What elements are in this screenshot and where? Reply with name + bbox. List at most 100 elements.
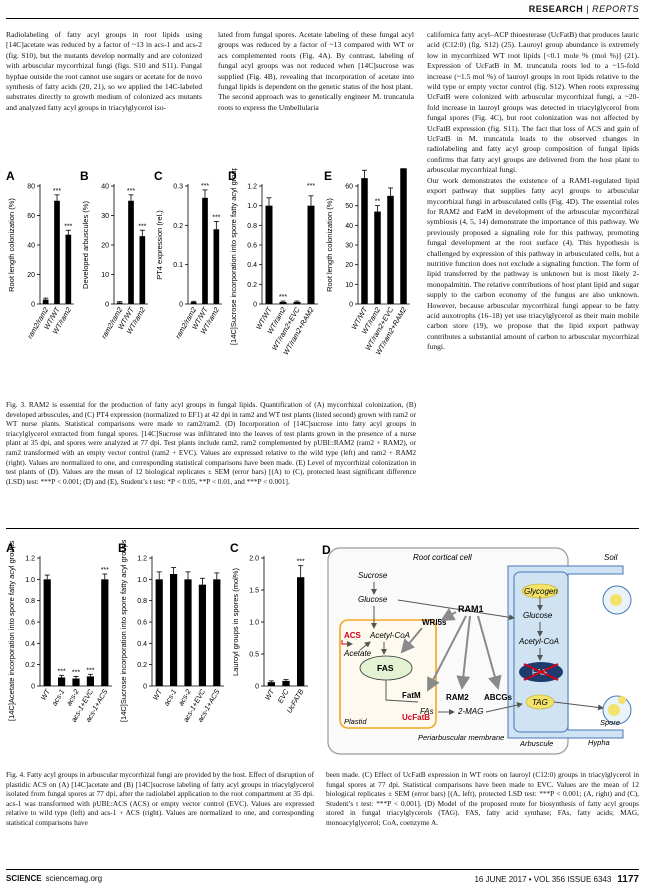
y-tick-label: 20 <box>345 262 353 269</box>
y-tick-label: 0.2 <box>25 662 35 669</box>
y-tick-label: 0 <box>105 302 109 309</box>
bar <box>116 302 123 304</box>
y-tick-label: 20 <box>27 272 35 279</box>
fungal-acetyl-coa-label: Acetyl-CoA <box>518 637 559 646</box>
significance-label: *** <box>297 559 305 566</box>
header-rule <box>6 18 639 19</box>
bar <box>213 229 220 304</box>
bar <box>139 236 146 304</box>
bar <box>42 299 49 304</box>
significance-label: *** <box>307 183 315 190</box>
bar <box>198 584 206 686</box>
significance-label: *** <box>64 223 72 230</box>
y-tick-label: 30 <box>345 243 353 250</box>
figure-4-caption-right: been made. (C) Effect of UcFatB expressi… <box>326 770 639 827</box>
bar <box>297 577 305 686</box>
y-tick-label: 0.8 <box>137 598 147 605</box>
y-tick-label: 1.2 <box>137 556 147 563</box>
significance-label: *** <box>86 667 94 674</box>
wri5s-label: WRI5s <box>422 618 447 627</box>
y-tick-label: 0.4 <box>247 262 257 269</box>
spore-label: Spore <box>600 718 620 727</box>
ucfatb-label: UcFatB <box>402 713 430 722</box>
acetyl-coa-label: Acetyl-CoA <box>369 631 410 640</box>
significance-label: *** <box>101 567 109 574</box>
body-column-1: Radiolabeling of fatty acyl groups in ro… <box>6 30 202 112</box>
ram2-label: RAM2 <box>446 693 469 702</box>
y-tick-label: 10 <box>101 272 109 279</box>
y-tick-label: 2.0 <box>249 556 259 563</box>
x-tick-label: acs-1 <box>162 687 179 707</box>
y-tick-label: 40 <box>27 243 35 250</box>
fungus: Spore Hypha Arbuscule Glycogen Glucose A… <box>507 565 632 748</box>
significance-label: ** <box>375 199 381 206</box>
issue-info: 16 JUNE 2017 • VOL 356 ISSUE 6343 <box>474 875 612 884</box>
fig3-panel-d: D[14C]Sucrose incorporation into spore f… <box>228 168 318 357</box>
bar <box>265 205 273 304</box>
footer-rule <box>6 869 639 870</box>
y-tick-label: 1.0 <box>137 577 147 584</box>
y-axis-label: Root length colonization (%) <box>325 198 334 292</box>
y-tick-label: 0.1 <box>173 262 183 269</box>
panel-letter-D: D <box>228 169 237 183</box>
body-column-3: californica fatty acyl–ACP thioesterase … <box>427 30 639 352</box>
figure-separator <box>6 528 639 529</box>
figure-3-caption: Fig. 3. RAM2 is essential for the produc… <box>6 400 416 486</box>
y-tick-label: 0.2 <box>247 282 257 289</box>
root-cortical-cell-label: Root cortical cell <box>413 553 472 562</box>
figure-4-caption-left: Fig. 4. Fatty acyl groups in arbuscular … <box>6 770 314 827</box>
panel-letter-B: B <box>118 541 127 555</box>
y-tick-label: 0.6 <box>25 620 35 627</box>
y-tick-label: 0 <box>143 684 147 691</box>
x-tick-label: WT <box>39 687 53 702</box>
y-tick-label: 0.4 <box>25 641 35 648</box>
page-header: RESEARCH|REPORTS <box>528 4 639 14</box>
soil-label: Soil <box>604 553 618 562</box>
y-tick-label: 0.5 <box>249 652 259 659</box>
plastid-label: Plastid <box>344 717 367 726</box>
y-axis-label: Developed arbuscules (%) <box>81 201 90 289</box>
ram1-label: RAM1 <box>458 604 484 614</box>
y-tick-label: 0 <box>31 684 35 691</box>
significance-label: *** <box>72 669 80 676</box>
significance-label: *** <box>58 668 66 675</box>
subsection-label: REPORTS <box>592 4 639 14</box>
y-tick-label: 1.5 <box>249 588 259 595</box>
bar <box>361 178 368 304</box>
y-tick-label: 0 <box>349 302 353 309</box>
significance-label: *** <box>279 294 287 301</box>
bar <box>170 574 178 686</box>
bar <box>184 579 192 686</box>
y-tick-label: 80 <box>27 184 35 191</box>
y-axis-label: PT4 expression (rel.) <box>155 210 164 280</box>
bar <box>400 168 407 304</box>
body-column-2: lated from fungal spores. Acetate labeli… <box>218 30 414 112</box>
y-tick-label: 1.2 <box>25 556 35 563</box>
bar <box>54 200 60 304</box>
fas-label: FAS <box>377 663 394 673</box>
y-tick-label: 1.0 <box>247 203 257 210</box>
y-tick-label: 0.2 <box>137 662 147 669</box>
bar <box>279 302 287 304</box>
bar <box>374 211 381 304</box>
x-tick-label: WT <box>263 687 277 702</box>
journal-site[interactable]: sciencemag.org <box>45 874 103 883</box>
page-number: 1177 <box>617 874 639 885</box>
y-tick-label: 40 <box>101 184 109 191</box>
y-axis-label: [14C]Sucrose incorporation into spore fa… <box>229 168 238 345</box>
y-tick-label: 0.4 <box>137 641 147 648</box>
bar <box>213 579 221 686</box>
fas-flow-label: FAs <box>420 707 434 716</box>
y-tick-label: 60 <box>27 213 35 220</box>
x-tick-label: WT <box>151 687 165 702</box>
section-label: RESEARCH <box>528 4 584 14</box>
y-axis-label: Root length colonization (%) <box>7 198 16 292</box>
glucose-label: Glucose <box>358 595 388 604</box>
y-tick-label: 20 <box>101 243 109 250</box>
y-tick-label: 0 <box>31 302 35 309</box>
